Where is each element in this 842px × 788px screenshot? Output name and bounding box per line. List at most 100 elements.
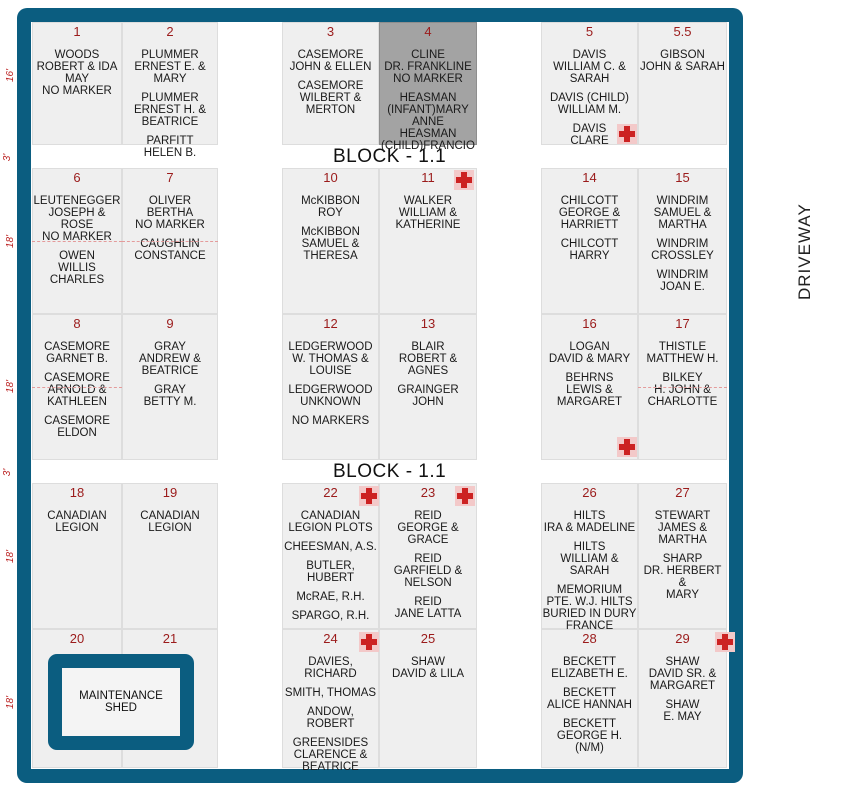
burial-entry: GRAINGER JOHN	[397, 384, 459, 408]
burial-entry: CHEESMAN, A.S.	[284, 541, 377, 553]
plot-number: 23	[420, 485, 436, 500]
grave-marker-icon[interactable]	[617, 124, 637, 144]
burial-entry: BECKETT GEORGE H. (N/M)	[556, 718, 623, 754]
plot-number: 3	[326, 24, 335, 39]
burial-entry: PLUMMER ERNEST E. & MARY	[134, 49, 206, 85]
burial-entry: DAVIS (CHILD) WILLIAM M.	[549, 92, 630, 116]
burial-entry: McKIBBON ROY	[301, 195, 360, 219]
burial-entry: LOGAN DAVID & MARY	[548, 341, 631, 365]
plot-number: 11	[421, 170, 435, 185]
burial-entry: CASEMORE ARNOLD & KATHLEEN	[44, 372, 110, 408]
plot-divider	[32, 387, 122, 388]
plot-number: 25	[420, 631, 436, 646]
plot-divider	[122, 241, 218, 242]
block-label-upper: BLOCK - 1.1	[333, 146, 447, 167]
plot-number: 17	[675, 316, 690, 331]
burial-entry: McKIBBON SAMUEL & THERESA	[301, 226, 360, 262]
plot-number: 7	[166, 170, 174, 185]
maintenance-shed: MAINTENANCE SHED	[48, 654, 194, 750]
grave-marker-icon[interactable]	[617, 437, 637, 457]
plot-number: 15	[675, 170, 690, 185]
burial-entry: GRAY ANDREW & BEATRICE	[139, 341, 201, 377]
plot-number: 28	[582, 631, 597, 646]
grave-marker-icon[interactable]	[359, 486, 379, 506]
plot-number: 5	[585, 24, 594, 39]
burial-entry: STEWART JAMES & MARTHA	[654, 510, 711, 546]
dimension-label: 18'	[5, 379, 17, 394]
burial-entry: PLUMMER ERNEST H. & BEATRICE	[134, 92, 206, 128]
dimension-label: 3'	[2, 468, 14, 477]
burial-entry: DAVIS WILLIAM C. & SARAH	[553, 49, 626, 85]
dimension-label: 16'	[5, 68, 17, 83]
burial-entry: BUTLER, HUBERT	[306, 560, 355, 584]
burial-entry: CASEMORE GARNET B.	[44, 341, 110, 365]
grave-marker-icon[interactable]	[454, 170, 474, 190]
plot-number: 4	[424, 24, 432, 39]
burial-entry: WINDRIM CROSSLEY	[651, 238, 714, 262]
plot-number: 18	[69, 485, 85, 500]
driveway-label: DRIVEWAY	[795, 203, 814, 300]
burial-entry: REID GEORGE & GRACE	[397, 510, 459, 546]
dimension-label: 18'	[5, 549, 17, 564]
plot-number: 13	[420, 316, 436, 331]
burial-entry: ANDOW, ROBERT	[306, 706, 355, 730]
burial-entry: CHILCOTT HARRY	[560, 238, 619, 262]
plot-number: 22	[323, 485, 338, 500]
burial-entry: HEASMAN (INFANT)MARY ANNE HEASMAN (CHILD…	[381, 92, 475, 152]
block-label-lower: BLOCK - 1.1	[333, 461, 447, 482]
burial-entry: BEHRNS LEWIS & MARGARET	[556, 372, 623, 408]
plot-number: 14	[582, 170, 597, 185]
plot-number: 6	[73, 170, 81, 185]
burial-entry: BECKETT ELIZABETH E.	[551, 656, 628, 680]
burial-entry: PARFITT HELEN B.	[143, 135, 197, 159]
grave-marker-icon[interactable]	[359, 632, 379, 652]
burial-entry: WOODS ROBERT & IDA MAY NO MARKER	[36, 49, 118, 97]
grave-marker-icon[interactable]	[455, 486, 475, 506]
plot-number: 26	[582, 485, 597, 500]
plot-number: 29	[675, 631, 690, 646]
plot-number: 5.5	[673, 24, 692, 39]
plot-number: 12	[323, 316, 338, 331]
plot-number: 21	[162, 631, 178, 646]
grave-marker-icon[interactable]	[715, 632, 735, 652]
burial-entry: BILKEY H. JOHN & CHARLOTTE	[647, 372, 718, 408]
plot-number: 19	[162, 485, 178, 500]
burial-entry: CASEMORE WILBERT & MERTON	[297, 80, 364, 116]
burial-entry: SMITH, THOMAS	[284, 687, 377, 699]
plot-divider	[638, 387, 727, 388]
plot-number: 27	[675, 485, 690, 500]
burial-entry: CASEMORE JOHN & ELLEN	[289, 49, 372, 73]
burial-entry: McRAE, R.H.	[296, 591, 365, 603]
burial-entry: HILTS WILLIAM & SARAH	[560, 541, 619, 577]
burial-entry: SHAW DAVID SR. & MARGARET	[648, 656, 717, 692]
burial-entry: SHARP DR. HERBERT & MARY	[643, 553, 722, 601]
burial-entry: WINDRIM SAMUEL & MARTHA	[653, 195, 712, 231]
burial-entry: GRAY BETTY M.	[143, 384, 197, 408]
plot-divider	[32, 241, 122, 242]
